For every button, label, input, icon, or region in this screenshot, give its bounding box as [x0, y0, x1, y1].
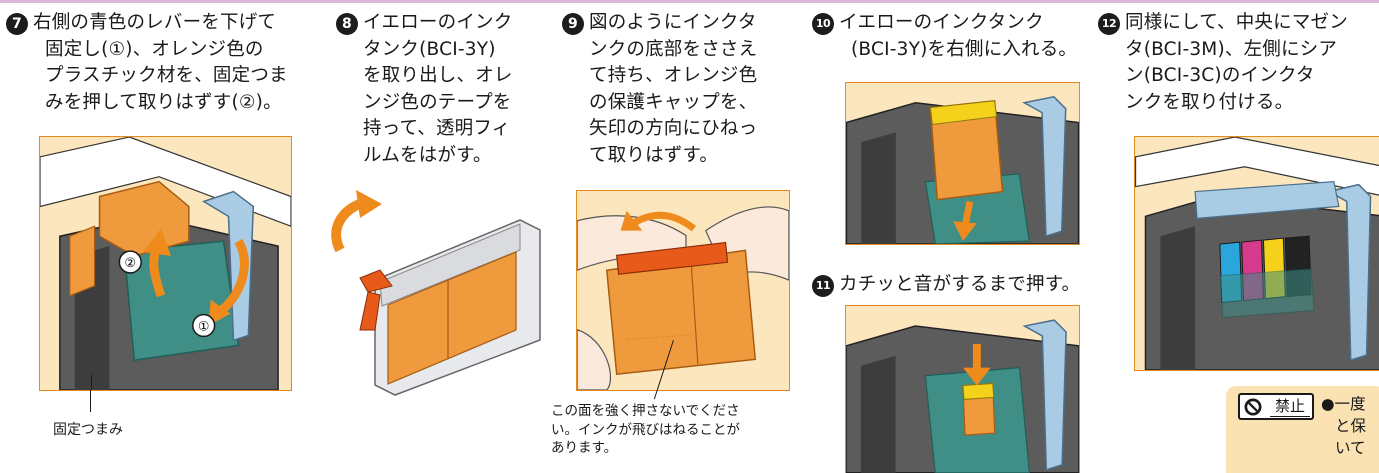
print-head-lever-drawing: ② ① — [40, 137, 291, 390]
step-11-line: カチッと音がするまで押す。 — [839, 274, 1081, 295]
prohibition-icon — [1244, 398, 1262, 416]
all-tanks-installed-drawing — [1135, 137, 1379, 370]
press-tank-drawing — [846, 319, 1079, 473]
press-warning-line: この面を強く押さないでくださ — [551, 403, 740, 419]
step-12-illustration — [1134, 136, 1379, 371]
step-8: 8 イエローのインク タンク(BCI-3Y) を取り出し、オレ ンジ色のテープを… — [336, 10, 513, 169]
step-9-line: て取りはずす。 — [589, 144, 719, 166]
step-10: 10 イエローのインクタンク (BCI-3Y)を右側に入れる。 — [812, 10, 1077, 63]
step-number-12: 12 — [1098, 13, 1120, 35]
prohibition-text: ●一度 と保 いて — [1321, 393, 1366, 459]
step-8-line: ンジ色のテープを — [363, 91, 512, 113]
step-number-10: 10 — [812, 13, 834, 35]
step-10-line: イエローのインクタンク — [839, 12, 1044, 33]
prohibition-text-line: と保 — [1335, 417, 1367, 435]
prohibition-text-line: いて — [1335, 439, 1366, 457]
top-rule — [0, 0, 1379, 3]
step-9-line: 図のようにインクタ — [589, 12, 757, 33]
fixing-knob-caption: 固定つまみ — [53, 422, 123, 438]
step-7-line: みを押して取りはずす(②)。 — [45, 91, 282, 113]
step-12: 12 同様にして、中央にマゼン タ(BCI-3M)、左側にシア ン(BCI-3C… — [1098, 10, 1348, 116]
step-7-line: 固定し(①)、オレンジ色の — [45, 38, 264, 60]
step-number-9: 9 — [562, 13, 584, 35]
fixing-knob-leader — [90, 390, 91, 412]
step-number-11: 11 — [812, 275, 834, 297]
step-7-illustration: ② ① — [39, 136, 292, 391]
prohibition-badge: 禁止 — [1238, 393, 1314, 420]
callout-2: ② — [125, 256, 137, 271]
step-9-illustration — [576, 190, 790, 391]
step-11: 11 カチッと音がするまで押す。 — [812, 272, 1080, 299]
step-number-8: 8 — [336, 13, 358, 35]
prohibition-label: 禁止 — [1270, 396, 1310, 417]
step-9-line: ンクの底部をささえ — [589, 38, 758, 60]
prohibition-text-line: ●一度 — [1321, 395, 1366, 413]
step-9-line: て持ち、オレンジ色 — [589, 65, 758, 86]
step-7-line: 右側の青色のレバーを下げて — [33, 12, 277, 33]
step-9-line: の保護キャップを、 — [589, 91, 758, 113]
step-8-line: ルムをはがす。 — [363, 144, 492, 166]
step-12-line: 同様にして、中央にマゼン — [1125, 12, 1348, 33]
step-number-7: 7 — [6, 13, 28, 35]
step-7: 7 右側の青色のレバーを下げて 固定し(①)、オレンジ色の プラスチック材を、固… — [6, 10, 288, 116]
press-warning-line: あります。 — [551, 440, 618, 456]
step-12-line: ン(BCI-3C)のインクタ — [1125, 65, 1315, 86]
step-7-line: プラスチック材を、固定つま — [45, 65, 288, 86]
step-12-line: ンクを取り付ける。 — [1125, 91, 1294, 113]
step-9: 9 図のようにインクタ ンクの底部をささえ て持ち、オレンジ色 の保護キャップを… — [562, 10, 757, 169]
press-warning-line: い。インクが飛びはねることが — [551, 421, 740, 438]
step-8-line: タンク(BCI-3Y) — [363, 38, 496, 60]
press-warning-caption: この面を強く押さないでくださ い。インクが飛びはねることが あります。 — [551, 402, 740, 458]
callout-1: ① — [198, 319, 210, 334]
step-8-line: を取り出し、オレ — [363, 65, 513, 86]
step-11-illustration — [845, 305, 1080, 473]
step-8-line: 持って、透明フィ — [363, 118, 511, 139]
step-8-line: イエローのインク — [363, 12, 513, 33]
yellow-tank-insert-drawing — [846, 96, 1079, 244]
hands-removing-cap-drawing — [577, 206, 789, 390]
step-9-line: 矢印の方向にひねっ — [589, 118, 758, 139]
ink-tank-film-drawing — [331, 190, 541, 396]
step-12-line: タ(BCI-3M)、左側にシア — [1125, 38, 1338, 60]
step-10-line: (BCI-3Y)を右側に入れる。 — [851, 38, 1078, 60]
step-10-illustration — [845, 82, 1080, 245]
